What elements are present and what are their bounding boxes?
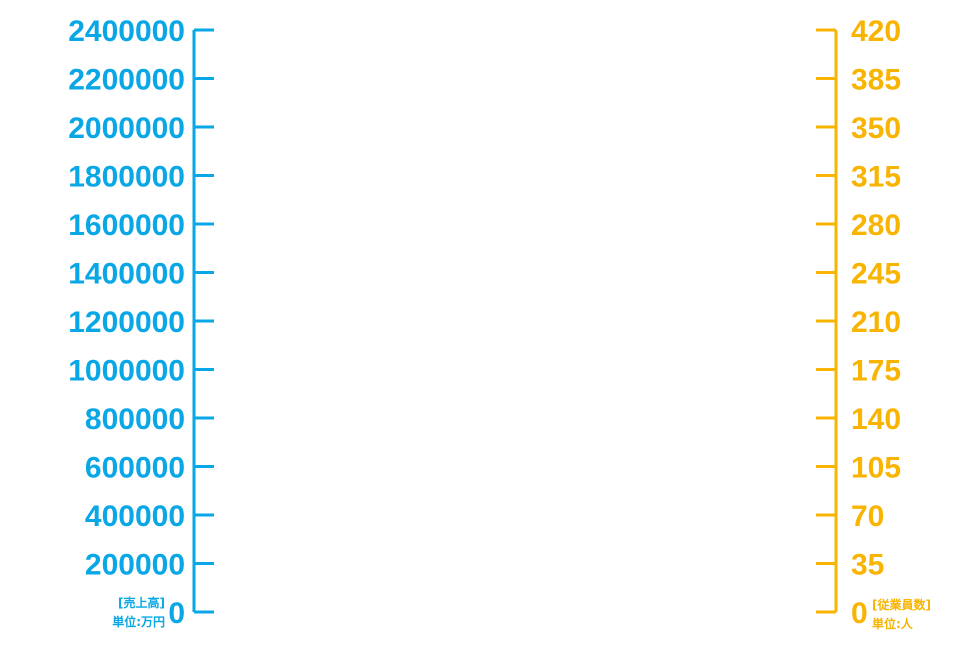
right-axis-tick-label: 315 <box>851 161 901 194</box>
right-axis-tick-label: 210 <box>851 306 901 339</box>
right-axis-tick-label: 245 <box>851 258 901 291</box>
right-axis: 0 35 70 105 140 175 210 245 280 315 350 385 420 <box>816 15 901 630</box>
left-axis-tick-label: 600000 <box>85 452 185 485</box>
right-axis-tick-label: 385 <box>851 64 901 97</box>
right-axis-tick-label: 175 <box>851 355 901 388</box>
left-axis-tick-label: 1200000 <box>68 306 185 339</box>
right-axis-unit-caption: [従業員数] 単位:人 <box>872 596 931 634</box>
left-axis: 0 200000 400000 600000 800000 1000000 1200000 1… <box>68 15 214 630</box>
right-axis-tick-label: 35 <box>851 549 884 582</box>
right-axis-tick-label: 350 <box>851 112 901 145</box>
right-axis-title: [従業員数] <box>872 598 931 612</box>
left-axis-tick-label: 1000000 <box>68 355 185 388</box>
left-axis-tick-label: 2400000 <box>68 15 185 48</box>
left-axis-tick-label: 1800000 <box>68 161 185 194</box>
right-axis-unit: 単位:人 <box>872 617 913 631</box>
left-axis-tick-label: 2200000 <box>68 64 185 97</box>
right-axis-tick-label: 105 <box>851 452 901 485</box>
left-axis-tick-label: 0 <box>168 597 185 630</box>
left-axis-tick-label: 200000 <box>85 549 185 582</box>
left-axis-tick-label: 1400000 <box>68 258 185 291</box>
left-axis-tick-label: 1600000 <box>68 209 185 242</box>
left-axis-tick-label: 400000 <box>85 500 185 533</box>
left-axis-unit-caption: [売上高] 単位:万円 <box>112 594 165 632</box>
right-axis-tick-label: 140 <box>851 403 901 436</box>
left-axis-unit: 単位:万円 <box>112 615 165 629</box>
right-axis-tick-label: 70 <box>851 500 884 533</box>
right-axis-tick-label: 0 <box>851 597 868 630</box>
left-axis-tick-label: 2000000 <box>68 112 185 145</box>
right-axis-tick-label: 420 <box>851 15 901 48</box>
right-axis-tick-label: 280 <box>851 209 901 242</box>
left-axis-title: [売上高] <box>118 596 165 610</box>
left-axis-tick-label: 800000 <box>85 403 185 436</box>
